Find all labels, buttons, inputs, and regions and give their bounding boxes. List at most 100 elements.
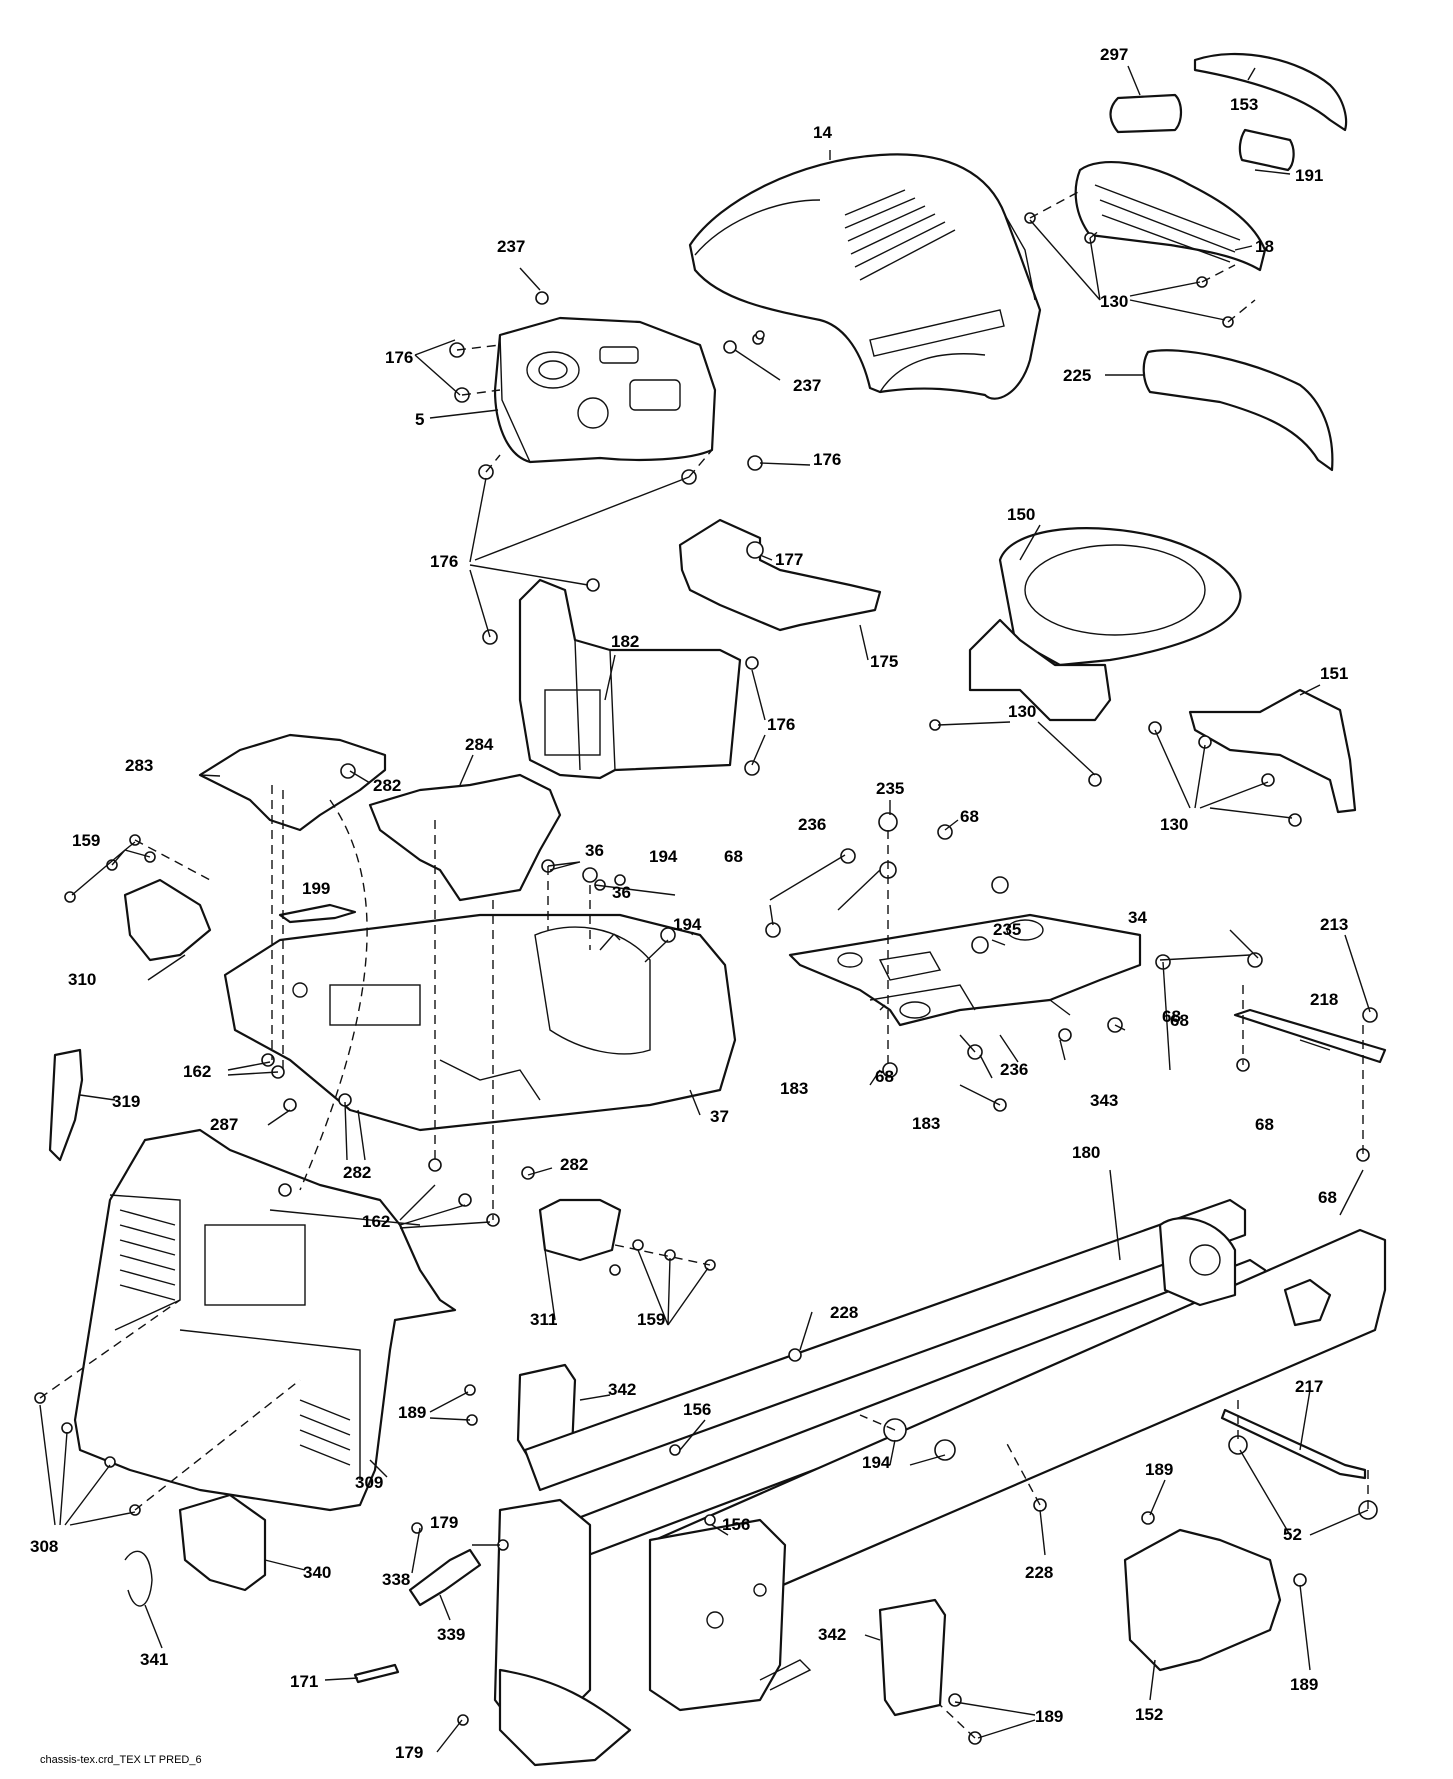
callout-179: 179 <box>395 1743 423 1762</box>
callout-68: 68 <box>875 1067 894 1086</box>
callout-68: 68 <box>1162 1007 1181 1026</box>
callout-183: 183 <box>780 1079 808 1098</box>
callout-235: 235 <box>876 779 904 798</box>
callout-130: 130 <box>1100 292 1128 311</box>
callout-310: 310 <box>68 970 96 989</box>
callout-159: 159 <box>637 1310 665 1329</box>
callout-189: 189 <box>1290 1675 1318 1694</box>
callout-179: 179 <box>430 1513 458 1532</box>
lens-part-191 <box>1238 128 1295 172</box>
callout-68: 68 <box>724 847 743 866</box>
callout-338: 338 <box>382 1570 410 1589</box>
hood-part <box>688 153 1042 400</box>
spring-part-341 <box>124 1550 153 1607</box>
callout-182: 182 <box>611 632 639 651</box>
callout-341: 341 <box>140 1650 168 1669</box>
bracket-part-319 <box>48 1048 84 1162</box>
callout-152: 152 <box>1135 1705 1163 1724</box>
callout-342: 342 <box>818 1625 846 1644</box>
callout-343: 343 <box>1090 1091 1118 1110</box>
callout-194: 194 <box>673 915 702 934</box>
console-part-182 <box>518 578 742 780</box>
callout-36: 36 <box>612 883 631 902</box>
callout-199: 199 <box>302 879 330 898</box>
callout-283: 283 <box>125 756 153 775</box>
callout-130: 130 <box>1160 815 1188 834</box>
lens-part-297 <box>1109 93 1183 134</box>
footer-filename: chassis-tex.crd_TEX LT PRED_6 <box>40 1754 202 1766</box>
callout-191: 191 <box>1295 166 1323 185</box>
callout-176: 176 <box>430 552 458 571</box>
seat-pan-part <box>368 773 562 902</box>
callout-159: 159 <box>72 831 100 850</box>
callout-235: 235 <box>993 920 1021 939</box>
bracket-part-199 <box>278 903 357 924</box>
callout-177: 177 <box>775 550 803 569</box>
callout-156: 156 <box>722 1515 750 1534</box>
callout-236: 236 <box>798 815 826 834</box>
plate-part-342-b <box>878 1598 947 1717</box>
assembly-lines <box>39 189 1369 1739</box>
callout-282: 282 <box>560 1155 588 1174</box>
callout-176: 176 <box>813 450 841 469</box>
callout-309: 309 <box>355 1473 383 1492</box>
callout-162: 162 <box>183 1062 211 1081</box>
grille-part <box>1074 161 1267 272</box>
callout-339: 339 <box>437 1625 465 1644</box>
callout-319: 319 <box>112 1092 140 1111</box>
callout-5: 5 <box>415 410 424 429</box>
callout-228: 228 <box>830 1303 858 1322</box>
plate-part-340 <box>178 1493 267 1592</box>
callout-156: 156 <box>683 1400 711 1419</box>
lower-grille-part <box>1142 349 1334 472</box>
callout-151: 151 <box>1320 664 1348 683</box>
callout-311: 311 <box>530 1310 557 1329</box>
shroud-part-150 <box>968 527 1242 722</box>
callout-153: 153 <box>1230 95 1258 114</box>
callout-14: 14 <box>813 123 832 142</box>
callout-340: 340 <box>303 1563 331 1582</box>
part-drawings <box>34 52 1387 1767</box>
callout-68: 68 <box>1255 1115 1274 1134</box>
callout-342: 342 <box>608 1380 636 1399</box>
callout-282: 282 <box>343 1163 371 1182</box>
callout-52: 52 <box>1283 1525 1302 1544</box>
callout-68: 68 <box>1318 1188 1337 1207</box>
callout-218: 218 <box>1310 990 1338 1009</box>
leader-lines <box>39 65 1371 1753</box>
bracket-part-151 <box>1188 688 1357 814</box>
bracket-part-311 <box>538 1198 622 1262</box>
callout-194: 194 <box>649 847 678 866</box>
callout-36: 36 <box>585 841 604 860</box>
callout-68: 68 <box>1170 1011 1189 1030</box>
drawbar-part <box>1220 1408 1367 1480</box>
fender-part <box>223 913 737 1132</box>
bracket-part-310 <box>123 878 212 962</box>
callout-176: 176 <box>385 348 413 367</box>
callout-217: 217 <box>1295 1377 1323 1396</box>
trim-part-153 <box>1193 52 1348 132</box>
callout-228: 228 <box>1025 1563 1053 1582</box>
engine-plate-part <box>788 913 1142 1027</box>
front-frame-part <box>73 1128 457 1512</box>
callout-176: 176 <box>767 715 795 734</box>
bracket-part-175 <box>678 518 882 632</box>
rear-cover-part <box>198 733 387 832</box>
callout-282: 282 <box>373 776 401 795</box>
callout-18: 18 <box>1255 237 1274 256</box>
callout-194: 194 <box>862 1453 891 1472</box>
callout-189: 189 <box>1035 1707 1063 1726</box>
callout-189: 189 <box>398 1403 426 1422</box>
callout-180: 180 <box>1072 1143 1100 1162</box>
callout-213: 213 <box>1320 915 1348 934</box>
dashboard-part <box>493 316 717 464</box>
callout-150: 150 <box>1007 505 1035 524</box>
callout-189: 189 <box>1145 1460 1173 1479</box>
bracket-part-218 <box>1233 1008 1387 1064</box>
callout-284: 284 <box>465 735 494 754</box>
callout-236: 236 <box>1000 1060 1028 1079</box>
callout-225: 225 <box>1063 366 1091 385</box>
callout-183: 183 <box>912 1114 940 1133</box>
callout-130: 130 <box>1008 702 1036 721</box>
